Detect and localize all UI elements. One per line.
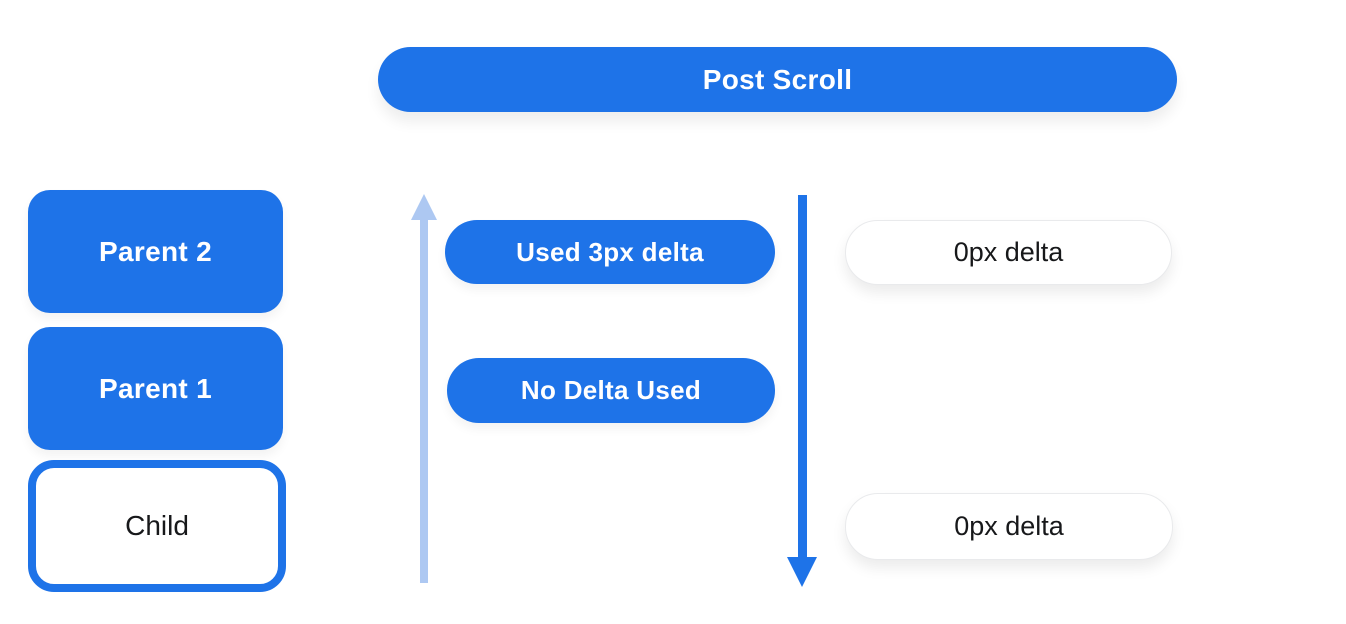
zero-delta-pill-top: 0px delta <box>845 220 1172 285</box>
used-delta-pill: Used 3px delta <box>445 220 775 284</box>
zero-delta-pill-bottom: 0px delta <box>845 493 1173 560</box>
no-delta-label: No Delta Used <box>520 375 702 405</box>
used-delta-label: Used 3px delta <box>516 236 704 267</box>
header-pill: Post Scroll <box>378 47 1177 112</box>
down-scroll-arrow-icon <box>786 195 818 588</box>
up-scroll-arrow-icon <box>408 194 440 584</box>
node-parent1: Parent 1 <box>28 327 283 450</box>
down-arrowhead-icon <box>787 557 817 587</box>
node-child: Child <box>28 460 286 592</box>
node-parent1-label: Parent 1 <box>99 372 212 404</box>
zero-delta-bottom-label: 0px delta <box>954 511 1064 541</box>
up-arrow-shaft <box>420 218 428 583</box>
up-arrowhead-icon <box>411 194 437 220</box>
node-child-label: Child <box>125 510 189 541</box>
node-parent2: Parent 2 <box>28 190 283 313</box>
zero-delta-top-label: 0px delta <box>953 237 1064 267</box>
node-parent2-label: Parent 2 <box>99 235 212 267</box>
no-delta-pill: No Delta Used <box>447 358 775 423</box>
down-arrow-shaft <box>798 195 807 559</box>
diagram-title: Post Scroll <box>702 63 853 95</box>
